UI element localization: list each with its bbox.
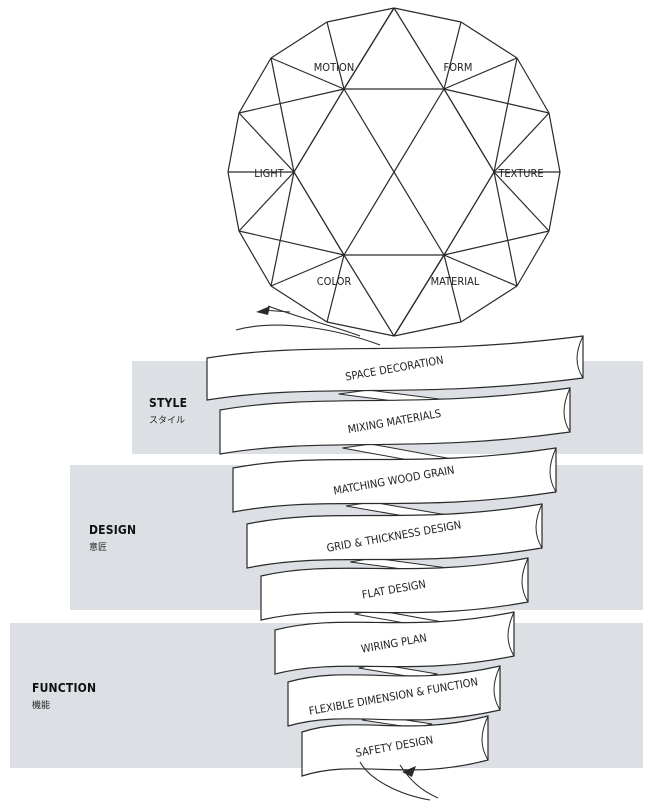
gem-label-texture: TEXTURE bbox=[497, 167, 543, 180]
bottom-swirl-line bbox=[359, 761, 431, 801]
arrow-icon-bottom bbox=[402, 766, 416, 777]
top-swirl-line bbox=[235, 324, 381, 346]
ribbon-edge bbox=[507, 611, 515, 657]
gem-label-color: COLOR bbox=[317, 275, 352, 288]
gem-diagram bbox=[227, 7, 561, 337]
band-function-title: FUNCTION bbox=[32, 681, 97, 695]
ribbon-edge bbox=[549, 447, 557, 493]
gem-label-material: MATERIAL bbox=[431, 275, 480, 288]
gem-label-light: LIGHT bbox=[254, 167, 285, 180]
ribbon-edge bbox=[563, 387, 571, 433]
ribbon-edge bbox=[521, 557, 529, 603]
gem-label-form: FORM bbox=[444, 61, 473, 74]
band-style-title: STYLE bbox=[149, 396, 188, 410]
band-style-subtitle: スタイル bbox=[149, 416, 186, 426]
ribbon-edge bbox=[493, 665, 501, 711]
ribbon-edge bbox=[535, 503, 543, 549]
gem-label-motion: MOTION bbox=[314, 61, 354, 74]
arrow-icon-top bbox=[256, 306, 270, 315]
ribbon-edge bbox=[481, 715, 489, 761]
band-function-subtitle: 機能 bbox=[32, 701, 51, 711]
ribbon-edge bbox=[576, 335, 584, 379]
band-design-title: DESIGN bbox=[89, 523, 137, 537]
band-design-subtitle: 意匠 bbox=[89, 543, 108, 553]
